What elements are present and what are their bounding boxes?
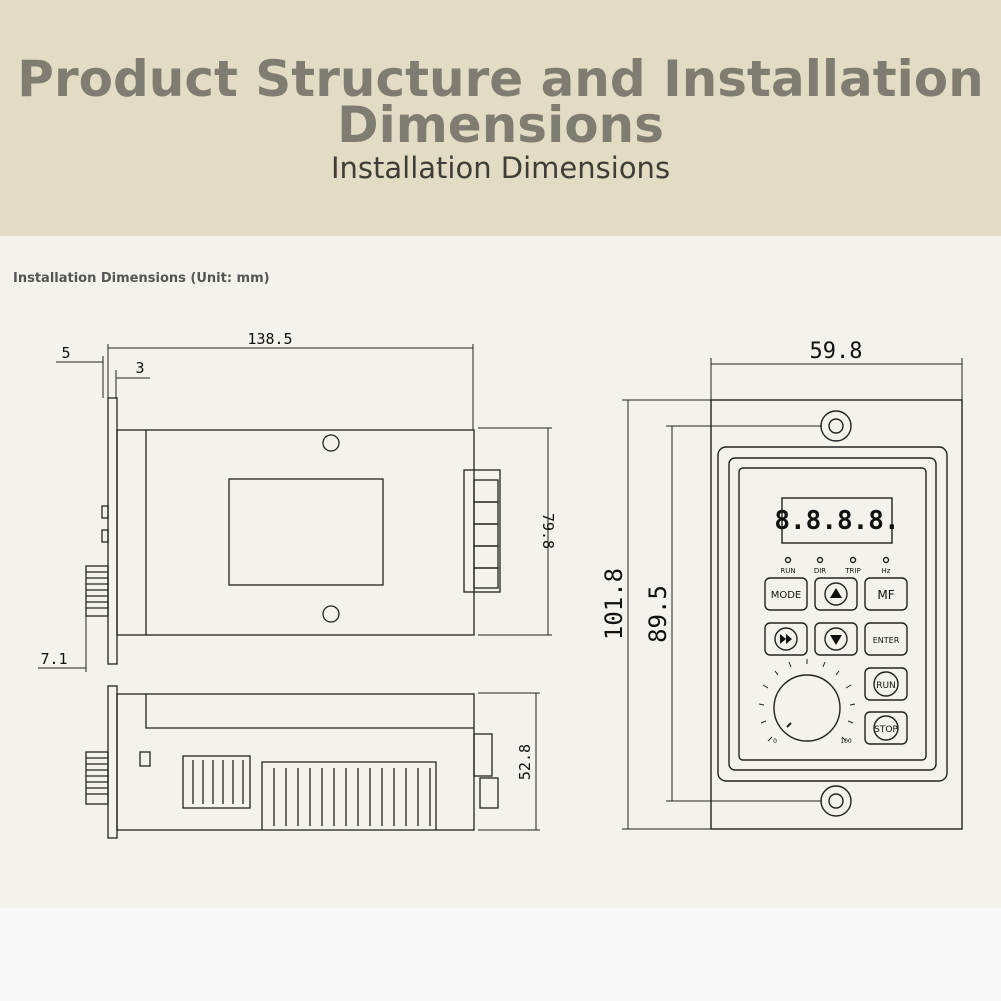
bottom-vent-left [182,755,251,809]
led-trip-icon [849,556,857,564]
led-run-icon [784,556,792,564]
key-stop [864,711,908,745]
key-run-label: RUN [876,681,896,691]
drawing-caption: Installation Dimensions (Unit: mm) [13,271,270,286]
side-screw-hole-top [322,434,340,452]
key-mf [864,577,908,611]
footer-band [0,908,1001,1001]
front-mounting-plate [710,399,963,830]
side-knob-offset-dimension: 7.1 [40,650,67,668]
bottom-depth-dimension: 52.8 [516,744,534,780]
front-outer-height-dimension: 101.8 [600,568,628,640]
led-label-trip: TRIP [844,567,860,575]
side-screw-hole-bottom [322,605,340,623]
key-run [864,667,908,701]
knob-min-label: 0 [773,738,777,745]
key-down [814,622,858,656]
side-flange-thickness-dimension: 3 [135,359,144,377]
side-knob [85,565,109,617]
led-label-hz: Hz [882,567,891,575]
front-dimension-lines [622,358,963,830]
bottom-view [85,685,499,839]
key-shift [764,622,808,656]
led-display [781,497,893,544]
bottom-flange [107,685,118,839]
front-view [710,399,963,830]
led-dir-icon [816,556,824,564]
fast-forward-icon [780,634,792,644]
key-stop-label: STOP [874,725,898,735]
front-keypad-panel [738,467,927,761]
side-body [116,429,475,636]
side-label-window [228,478,384,586]
header-banner [0,0,1001,236]
side-width-dimension: 138.5 [247,330,292,348]
front-mount-hole-bottom [820,785,852,817]
page-subtitle: Installation Dimensions [330,151,671,185]
side-dimension-lines [38,344,552,672]
display-readout: 8.8.8.8. [774,506,899,536]
led-label-dir: DIR [814,567,826,575]
side-height-dimension: 79.8 [539,513,557,549]
bottom-dimension-lines [478,692,540,831]
front-bezel [717,446,948,782]
front-hole-spacing-dimension: 89.5 [644,585,672,643]
key-enter-label: ENTER [873,636,900,645]
led-hz-icon [882,556,890,564]
led-label-run: RUN [780,567,795,575]
bottom-heatsink [261,761,437,830]
side-flange [107,397,118,665]
front-width-dimension: 59.8 [810,339,863,364]
knob-max-label: 100 [840,738,852,745]
down-arrow-icon [830,635,842,645]
front-mount-hole-top [820,410,852,442]
side-terminal-block [463,469,501,593]
key-up [814,577,858,611]
key-enter [864,622,908,656]
speed-knob [773,674,841,742]
side-flange-dimension: 5 [61,344,70,362]
key-mf-label: MF [877,588,894,602]
key-mode [764,577,808,611]
key-mode-label: MODE [771,590,802,601]
bottom-knob [85,751,109,805]
side-view [85,397,501,665]
page-title: Product Structure and Installation Dimen… [17,50,984,154]
up-arrow-icon [830,588,842,598]
